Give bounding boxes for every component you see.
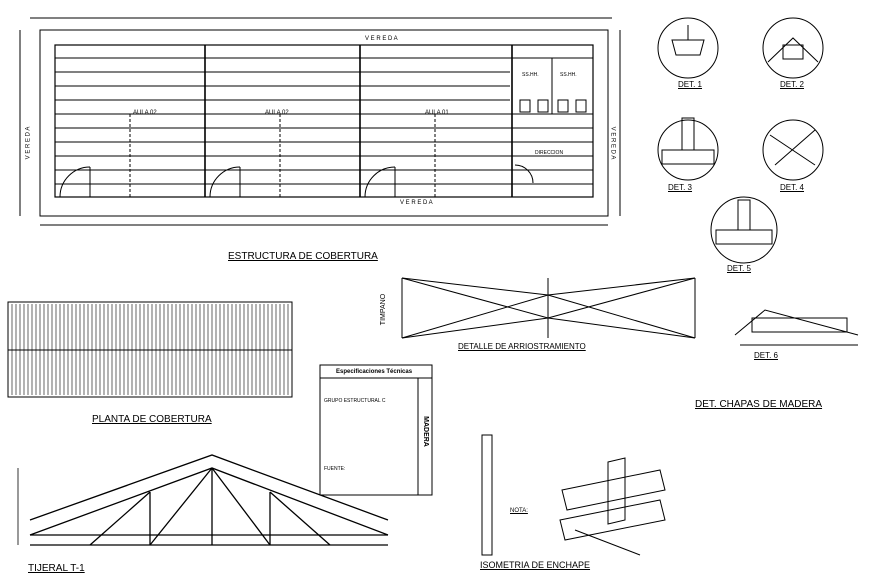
sshh-2-label: SS.HH. (560, 72, 577, 78)
plan-title: ESTRUCTURA DE COBERTURA (228, 251, 378, 262)
det2-label: DET. 2 (780, 80, 805, 89)
truss-title: TIJERAL T-1 (28, 563, 85, 574)
aula-01-label: AULA 01 (425, 110, 449, 116)
vereda-right-label: V E R E D A (609, 126, 616, 160)
isometria-title: ISOMETRIA DE ENCHAPE (480, 560, 591, 570)
specs-madera: MADERA (421, 416, 429, 447)
det5-label: DET. 5 (727, 264, 752, 273)
det3-label: DET. 3 (668, 183, 693, 192)
vereda-bottom-label: V E R E D A (400, 200, 433, 206)
vereda-top-label: V E R E D A (365, 36, 398, 42)
vereda-left-label: V E R E D A (25, 126, 32, 160)
specs-fuente: FUENTE: (324, 466, 346, 472)
arriostramiento-title: DETALLE DE ARRIOSTRAMIENTO (458, 342, 586, 351)
det6-drawing (734, 309, 859, 346)
specs-grupo: GRUPO ESTRUCTURAL C (324, 398, 386, 404)
truss-drawing (17, 454, 389, 546)
detail-circles (657, 17, 824, 264)
direccion-label: DIRECCION (535, 150, 564, 156)
det4-label: DET. 4 (780, 183, 805, 192)
det6-label: DET. 6 (754, 351, 779, 360)
timpano-label: TIMPANO (380, 293, 388, 326)
sshh-1-label: SS.HH. (522, 72, 539, 78)
roof-structure-plan (19, 17, 621, 226)
nota-label: NOTA: (510, 508, 528, 514)
specs-box (319, 364, 433, 496)
aula-02b-label: AULA 02 (265, 110, 289, 116)
isometria-drawing (481, 434, 666, 556)
planta-title: PLANTA DE COBERTURA (92, 414, 212, 425)
chapas-title: DET. CHAPAS DE MADERA (695, 399, 823, 410)
bracing-drawing (401, 277, 696, 339)
aula-02-label: AULA 02 (133, 110, 157, 116)
specs-heading: Especificaciones Técnicas (336, 369, 413, 375)
det1-label: DET. 1 (678, 80, 703, 89)
roof-plan-drawing (7, 301, 293, 398)
